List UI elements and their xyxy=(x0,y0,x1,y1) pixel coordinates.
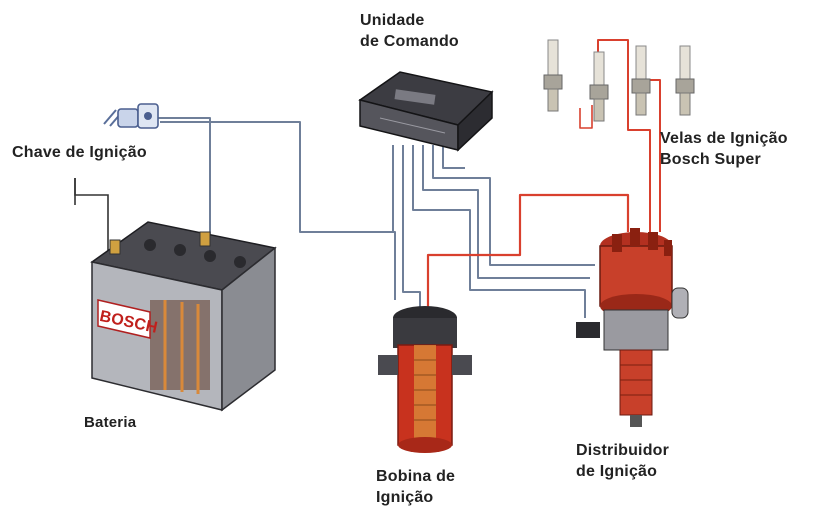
label-ignition-key: Chave de Ignição xyxy=(12,142,147,163)
ignition-key-icon xyxy=(103,103,159,129)
ignition-coil-icon xyxy=(378,306,472,453)
label-ignition-key-text: Chave de Ignição xyxy=(12,144,147,161)
wire-cu-5 xyxy=(432,145,595,266)
wire-ht-plug-3 xyxy=(579,105,593,129)
wire-ht-plug-1 xyxy=(597,39,651,232)
spark-plug-1 xyxy=(543,39,563,112)
wire-key-to-battery xyxy=(145,117,211,240)
label-coil-line2: Ignição xyxy=(376,489,434,506)
ground-symbol-icon xyxy=(74,178,109,252)
distributor-icon xyxy=(576,228,689,427)
label-spark-plugs: Velas de Ignição Bosch Super xyxy=(660,128,788,170)
label-distributor-line2: de Ignição xyxy=(576,463,658,480)
label-spark-plugs-line1: Velas de Ignição xyxy=(660,130,788,147)
spark-plug-4 xyxy=(675,45,695,116)
wire-cu-6 xyxy=(442,145,465,169)
wire-cu-4 xyxy=(422,145,590,279)
wire-key-to-coil xyxy=(160,121,396,300)
label-distributor: Distribuidor de Ignição xyxy=(576,440,669,482)
spark-plug-3 xyxy=(631,45,651,116)
label-battery-text: Bateria xyxy=(84,414,137,431)
battery-icon xyxy=(90,221,277,412)
label-spark-plugs-line2: Bosch Super xyxy=(660,151,761,168)
spark-plugs-icon xyxy=(543,39,695,122)
wiring xyxy=(145,39,661,318)
label-battery: Bateria xyxy=(84,412,136,433)
label-distributor-line1: Distribuidor xyxy=(576,442,670,459)
label-coil-line1: Bobina de xyxy=(376,468,456,485)
wire-coil-ht xyxy=(426,193,630,318)
wire-cu-3 xyxy=(412,145,586,318)
control-unit-icon xyxy=(358,71,494,152)
wire-cu-2 xyxy=(402,145,421,310)
spark-plug-2 xyxy=(589,51,609,122)
label-control-unit-line2: de Comando xyxy=(360,33,459,50)
label-coil: Bobina de Ignição xyxy=(376,466,455,508)
label-control-unit-line1: Unidade xyxy=(360,12,425,29)
label-control-unit: Unidade de Comando xyxy=(360,10,459,52)
